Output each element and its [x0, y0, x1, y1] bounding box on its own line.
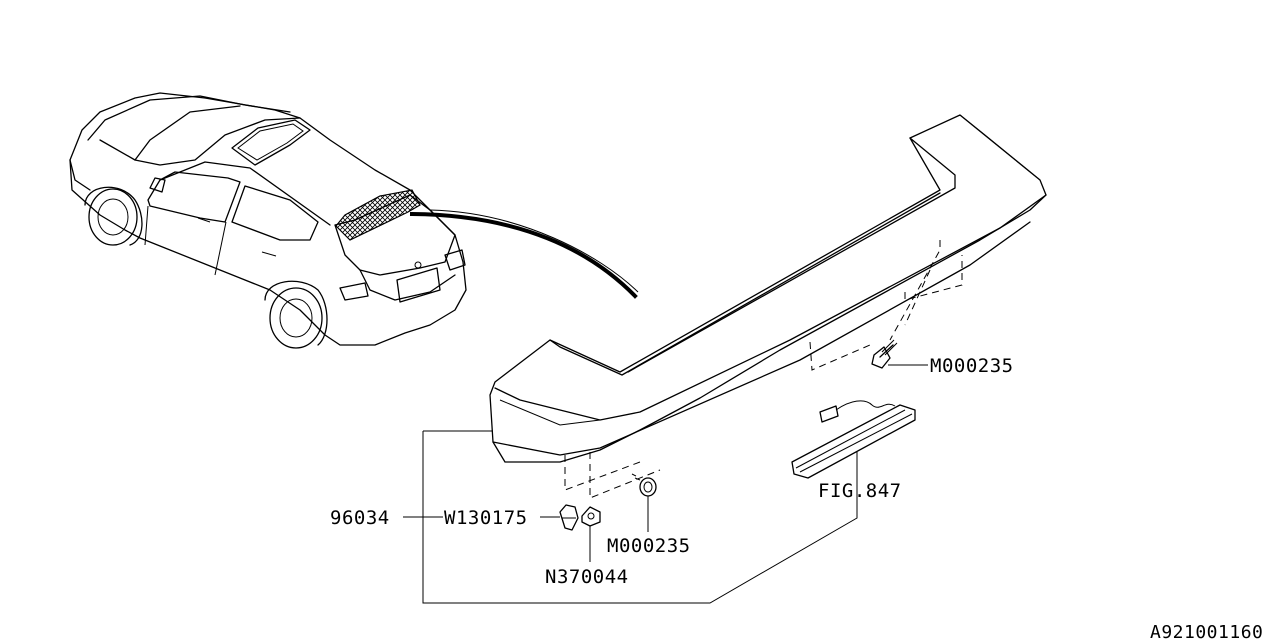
leader-lines	[403, 364, 928, 604]
screw-icon	[631, 473, 657, 497]
label-screw-front: M000235	[607, 535, 691, 557]
stop-lamp-icon	[791, 400, 916, 479]
screw-icon	[871, 339, 898, 369]
nut-icon	[581, 506, 601, 527]
label-screw-rear: M000235	[930, 355, 1014, 377]
label-lamp-ref: FIG.847	[818, 480, 902, 502]
label-nut: N370044	[545, 566, 629, 588]
clip-icon	[559, 504, 579, 531]
spoiler-icon	[489, 114, 1047, 499]
vehicle-outline-icon	[69, 92, 467, 349]
label-clip: W130175	[444, 507, 528, 529]
label-drawing-number: A921001160	[1150, 622, 1263, 640]
label-ref-assembly: 96034	[330, 507, 390, 529]
callout-stroke	[409, 211, 638, 299]
